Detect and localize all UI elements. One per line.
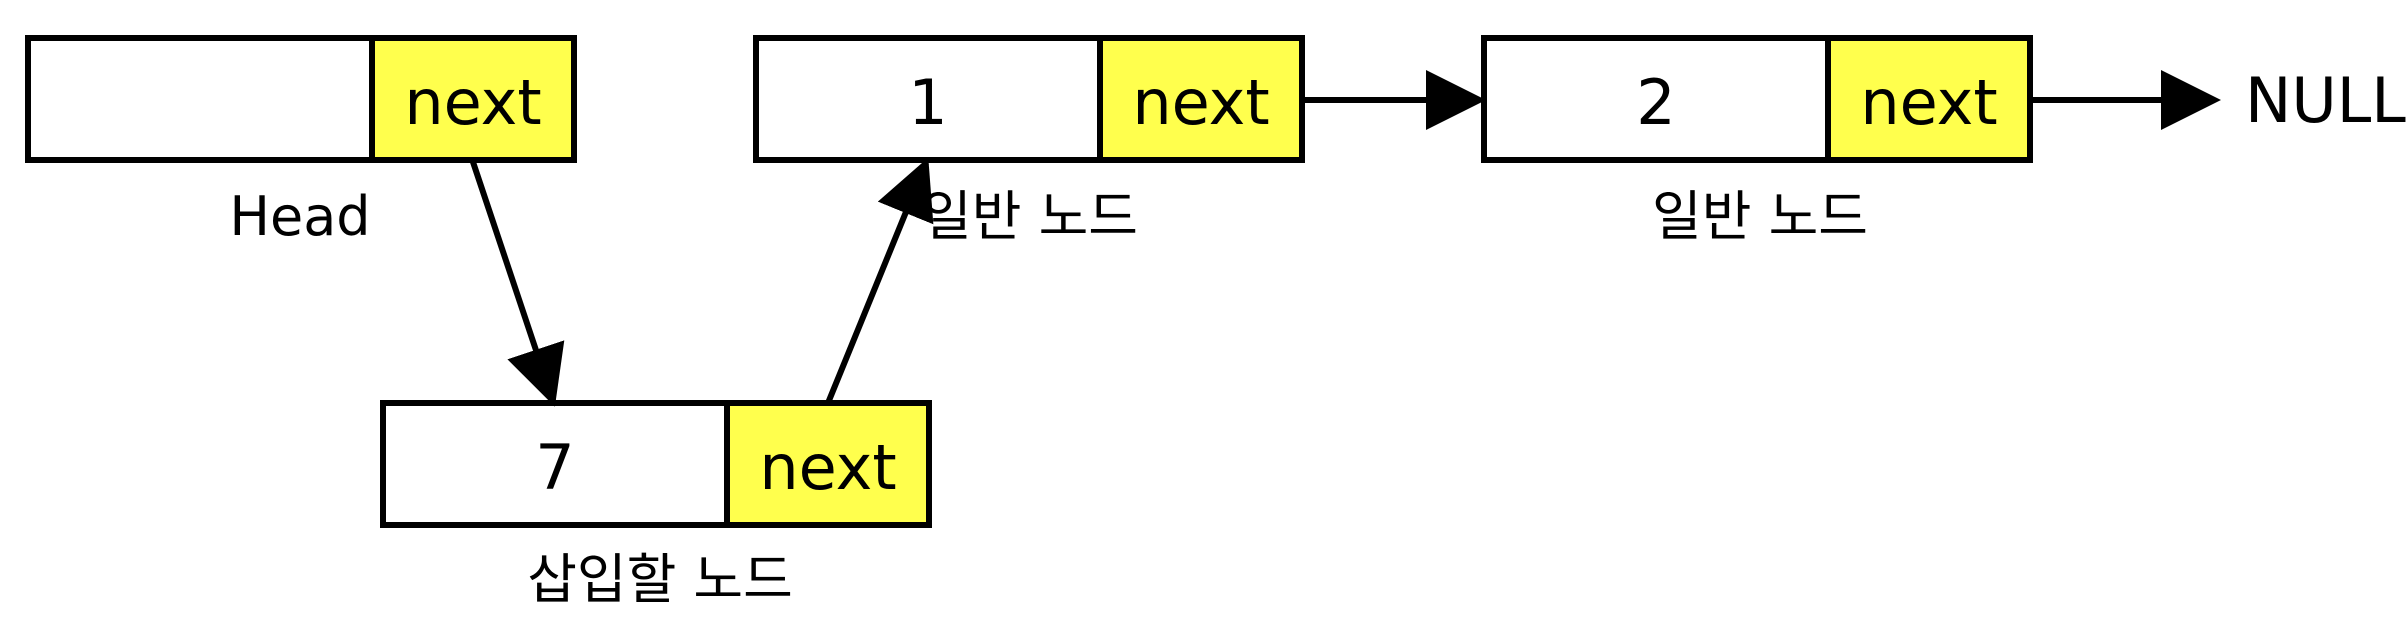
node-1-next-cell	[1097, 35, 1305, 163]
inserted-next-label: next	[759, 431, 896, 504]
node-1-value: 1	[908, 66, 947, 139]
node-2-next-cell	[1825, 35, 2033, 163]
head-value-cell	[25, 35, 375, 163]
arrow-head-to-inserted	[470, 161, 565, 407]
node-2: 2 next 일반 노드	[1481, 35, 2033, 248]
inserted-caption: 삽입할 노드	[527, 548, 793, 611]
node-1-next-label: next	[1132, 66, 1269, 139]
node-1-caption: 일반 노드	[922, 185, 1138, 248]
inserted-value-cell	[380, 400, 730, 528]
inserted-next-cell	[724, 400, 932, 528]
inserted-value: 7	[535, 431, 574, 504]
node-2-caption: 일반 노드	[1652, 185, 1868, 248]
inserted-node: 7 next 삽입할 노드	[380, 400, 932, 611]
head-next-label: next	[404, 66, 541, 139]
head-node: next Head	[25, 35, 577, 248]
head-caption: Head	[229, 185, 370, 248]
arrow-inserted-to-node-1	[825, 157, 934, 405]
head-next-cell	[369, 35, 577, 163]
null-label: NULL	[2245, 64, 2406, 137]
node-2-value: 2	[1636, 66, 1675, 139]
node-1: 1 next 일반 노드	[753, 35, 1305, 248]
node-2-next-label: next	[1860, 66, 1997, 139]
